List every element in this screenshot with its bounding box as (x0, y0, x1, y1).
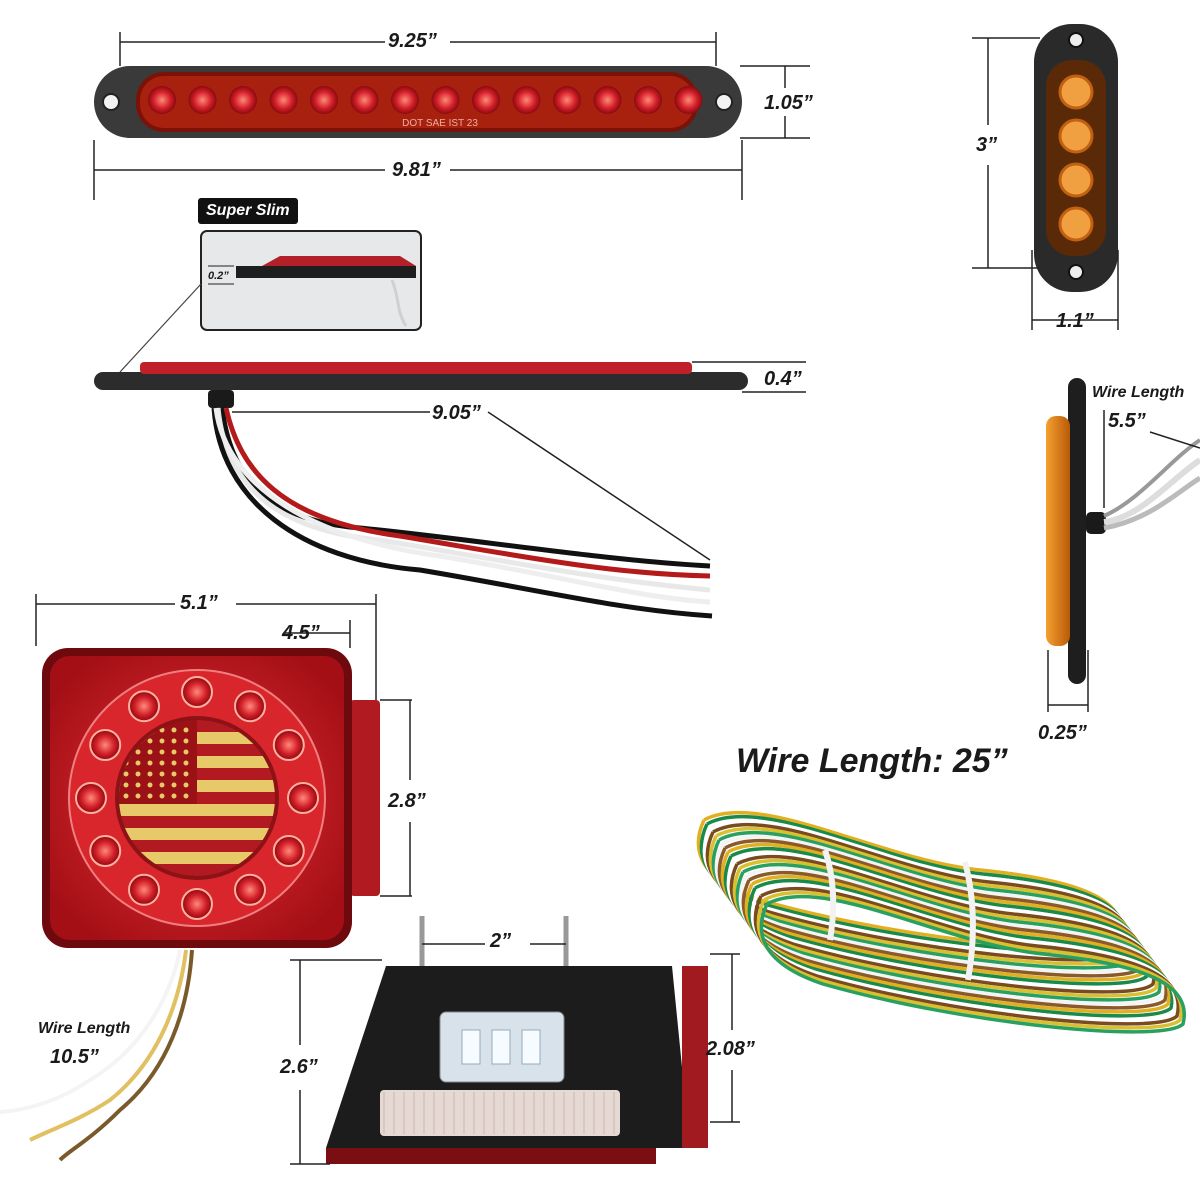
bar-led (391, 86, 419, 114)
bar-wire-label: 9.05” (432, 402, 481, 424)
amber-marker-side (1046, 378, 1200, 684)
tail-led (89, 729, 122, 761)
plate-led (461, 1029, 481, 1065)
harness-wire (729, 854, 1156, 994)
marker-led (1058, 74, 1094, 110)
bracket-width-label: 2” (490, 930, 512, 952)
marker-dimension-lines (972, 37, 1119, 330)
license-bracket-light (326, 916, 708, 1164)
bar-height-label: 1.05” (764, 92, 813, 114)
plate-led (521, 1029, 541, 1065)
harness-wire (756, 890, 1183, 1030)
light-bar-front: DOT SAE IST 23 (94, 66, 742, 138)
harness-wire (741, 870, 1168, 1010)
harness-wire (759, 894, 1186, 1034)
marker-height-label: 3” (976, 134, 998, 156)
bar-led (472, 86, 500, 114)
bar-length-outer-label: 9.81” (392, 159, 441, 181)
light-bar-side (94, 362, 748, 619)
harness-title: Wire Length: 25” (736, 742, 1008, 780)
bracket-height-label: 2.6” (280, 1056, 318, 1078)
bar-length-inner-label: 9.25” (388, 30, 437, 52)
tail-width-outer-label: 5.1” (180, 592, 218, 614)
square-tail-light (0, 648, 380, 1162)
harness-wire (753, 886, 1180, 1026)
tail-led (75, 782, 107, 814)
bar-led (269, 86, 298, 114)
tail-dimension-lines (35, 594, 412, 897)
bar-led (674, 86, 703, 114)
harness-wire (738, 866, 1165, 1006)
marker-width-label: 1.1” (1056, 310, 1094, 332)
harness-wire (726, 850, 1153, 990)
bar-led (188, 86, 217, 114)
harness-wire (735, 862, 1162, 1002)
bar-led (350, 86, 379, 114)
bar-dimension-lines (93, 32, 810, 200)
tail-height-label: 2.8” (388, 790, 426, 812)
plate-led (491, 1029, 511, 1065)
bar-led (229, 86, 257, 114)
tail-led (181, 888, 213, 920)
harness-wire (747, 878, 1174, 1018)
tail-led (287, 782, 319, 814)
bar-led (593, 86, 622, 114)
wire-harness-coil (696, 810, 1186, 1034)
tail-width-inner-label: 4.5” (282, 622, 320, 644)
harness-wire (744, 874, 1171, 1014)
tail-led (181, 676, 213, 708)
bar-depth-label: 0.4” (764, 368, 802, 390)
marker-led (1058, 206, 1094, 242)
marker-side-dimension-lines (1047, 410, 1200, 712)
bracket-dimension-lines (290, 943, 740, 1165)
bar-led (512, 86, 541, 114)
slim-thickness-label: 0.2” (208, 270, 229, 282)
marker-depth-label: 0.25” (1038, 722, 1087, 744)
marker-led (1058, 118, 1094, 154)
amber-marker-front (1034, 24, 1118, 292)
tail-led (234, 873, 266, 906)
marker-wire-length-label: Wire Length (1092, 384, 1185, 401)
tail-wire-length-label: Wire Length (38, 1020, 131, 1037)
bar-side-dimension-lines (232, 361, 806, 561)
super-slim-inset (119, 230, 422, 373)
marker-wire-length-value: 5.5” (1108, 410, 1146, 432)
bracket-side-label: 2.08” (706, 1038, 755, 1060)
bar-led (431, 86, 460, 114)
bar-led (310, 86, 338, 114)
harness-wire (750, 882, 1177, 1022)
tail-led (272, 835, 305, 867)
tail-led (128, 690, 160, 723)
marker-led (1058, 162, 1094, 198)
tail-led (89, 835, 122, 867)
tail-led (272, 729, 305, 761)
tail-led (128, 873, 160, 906)
harness-wire (732, 858, 1159, 998)
bar-marking: DOT SAE IST 23 (402, 118, 478, 129)
super-slim-tag: Super Slim (198, 198, 298, 224)
tail-led (234, 690, 266, 723)
tail-wire-length-value: 10.5” (50, 1046, 99, 1068)
bar-led (148, 86, 176, 114)
bar-led (553, 86, 581, 114)
bar-led (634, 86, 662, 114)
